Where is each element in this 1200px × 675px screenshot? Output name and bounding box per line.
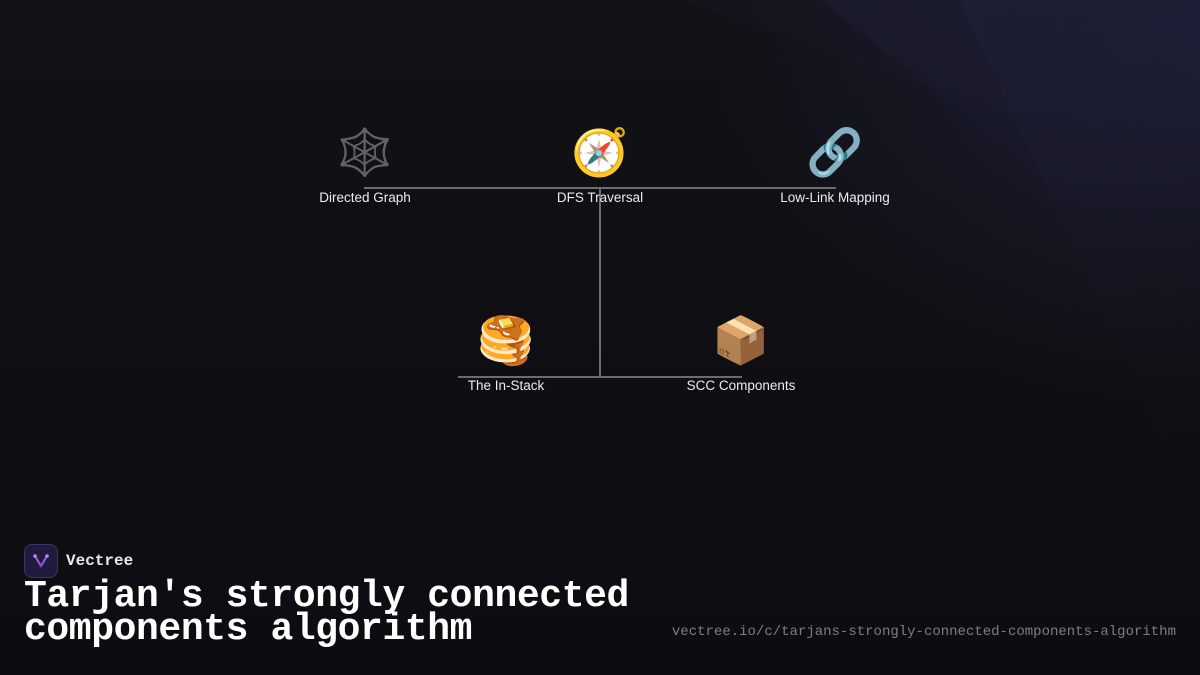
page-title: Tarjan's strongly connected components a… [24, 575, 629, 651]
node-scc-components: 📦 SCC Components [651, 312, 831, 393]
connector-bottom-bus [458, 376, 742, 378]
node-label: The In-Stack [467, 378, 545, 393]
node-label: Directed Graph [319, 190, 411, 205]
node-label: SCC Components [686, 378, 796, 393]
node-label: Low-Link Mapping [780, 190, 890, 205]
brand-name: Vectree [66, 552, 134, 570]
node-label: DFS Traversal [556, 190, 644, 205]
node-in-stack: 🥞 The In-Stack [416, 312, 596, 393]
page-url: vectree.io/c/tarjans-strongly-connected-… [671, 624, 1176, 640]
node-low-link-mapping: 🔗 Low-Link Mapping [745, 124, 925, 205]
package-icon: 📦 [712, 313, 770, 367]
brand: Vectree [24, 544, 133, 578]
node-directed-graph: 🕸️ Directed Graph [275, 124, 455, 205]
pancakes-icon: 🥞 [477, 313, 535, 367]
link-icon: 🔗 [806, 125, 864, 179]
spider-web-icon: 🕸️ [336, 125, 394, 179]
compass-icon: 🧭 [571, 125, 629, 179]
node-dfs-traversal: 🧭 DFS Traversal [510, 124, 690, 205]
vectree-logo-icon [24, 544, 58, 578]
connector-trunk [599, 188, 601, 377]
